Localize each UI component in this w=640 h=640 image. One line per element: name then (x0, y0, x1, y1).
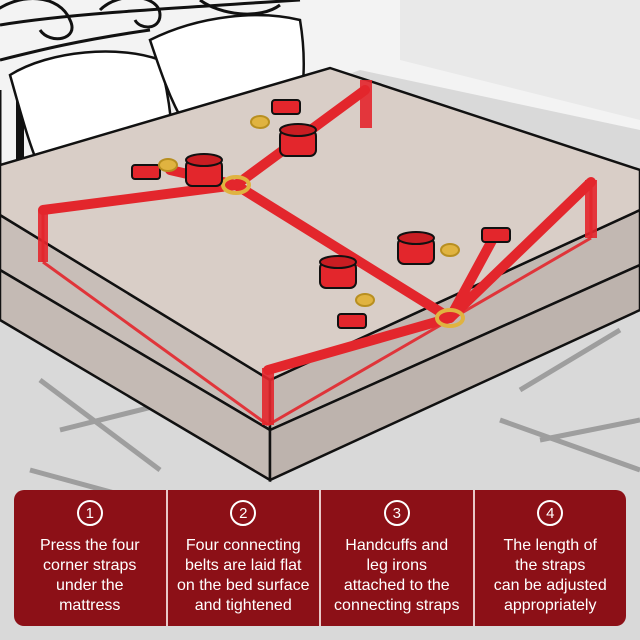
step-text-line: Press the four (39, 537, 140, 554)
step-text-line: leg irons (366, 557, 427, 574)
connecting-straps (38, 85, 596, 375)
step-text-line: The length of (503, 537, 597, 554)
bed-base-right (268, 263, 640, 482)
cuff-top-right (279, 123, 317, 157)
cuff-top-left (185, 153, 223, 187)
cuffs (185, 123, 435, 289)
mattress-top (0, 66, 640, 382)
step-text-2: Four connecting belts are laid flat on t… (173, 536, 314, 616)
step-text-line: and tightened (194, 597, 292, 614)
step-text-line: connecting straps (334, 597, 460, 614)
wall-corner (400, 0, 640, 120)
step-text-line: Four connecting (185, 537, 301, 554)
instructions-panel: 1 Press the four corner straps under the… (14, 490, 626, 626)
cuff-middle (319, 255, 357, 289)
step-text-3: Handcuffs and leg irons attached to the … (330, 536, 463, 616)
o-rings (221, 175, 465, 328)
step-number-4: 4 (537, 500, 564, 526)
step-2: 2 Four connecting belts are laid flat on… (165, 490, 320, 626)
step-text-line: belts are laid flat (184, 557, 302, 574)
step-text-line: mattress (59, 597, 121, 614)
step-3: 3 Handcuffs and leg irons attached to th… (319, 490, 473, 626)
step-number-1: 1 (76, 500, 103, 526)
step-1: 1 Press the four corner straps under the… (14, 490, 166, 626)
hardware-clips (158, 115, 460, 307)
strap-outline (41, 182, 593, 427)
buckles (131, 99, 511, 329)
step-number-3: 3 (383, 500, 410, 526)
step-text-line: Handcuffs and (345, 537, 449, 554)
step-text-line: corner straps (43, 557, 137, 574)
step-text-line: under the (55, 577, 124, 594)
step-number-2: 2 (230, 500, 257, 526)
step-text-line: can be adjusted (493, 577, 607, 594)
step-text-line: the straps (515, 557, 586, 574)
cuff-right (397, 231, 435, 265)
step-4: 4 The length of the straps can be adjust… (472, 490, 627, 626)
step-text-line: appropriately (503, 597, 597, 614)
step-text-line: attached to the (343, 577, 450, 594)
step-text-1: Press the four corner straps under the m… (36, 536, 144, 616)
step-text-line: on the bed surface (176, 577, 310, 594)
step-text-4: The length of the straps can be adjusted… (490, 536, 611, 616)
